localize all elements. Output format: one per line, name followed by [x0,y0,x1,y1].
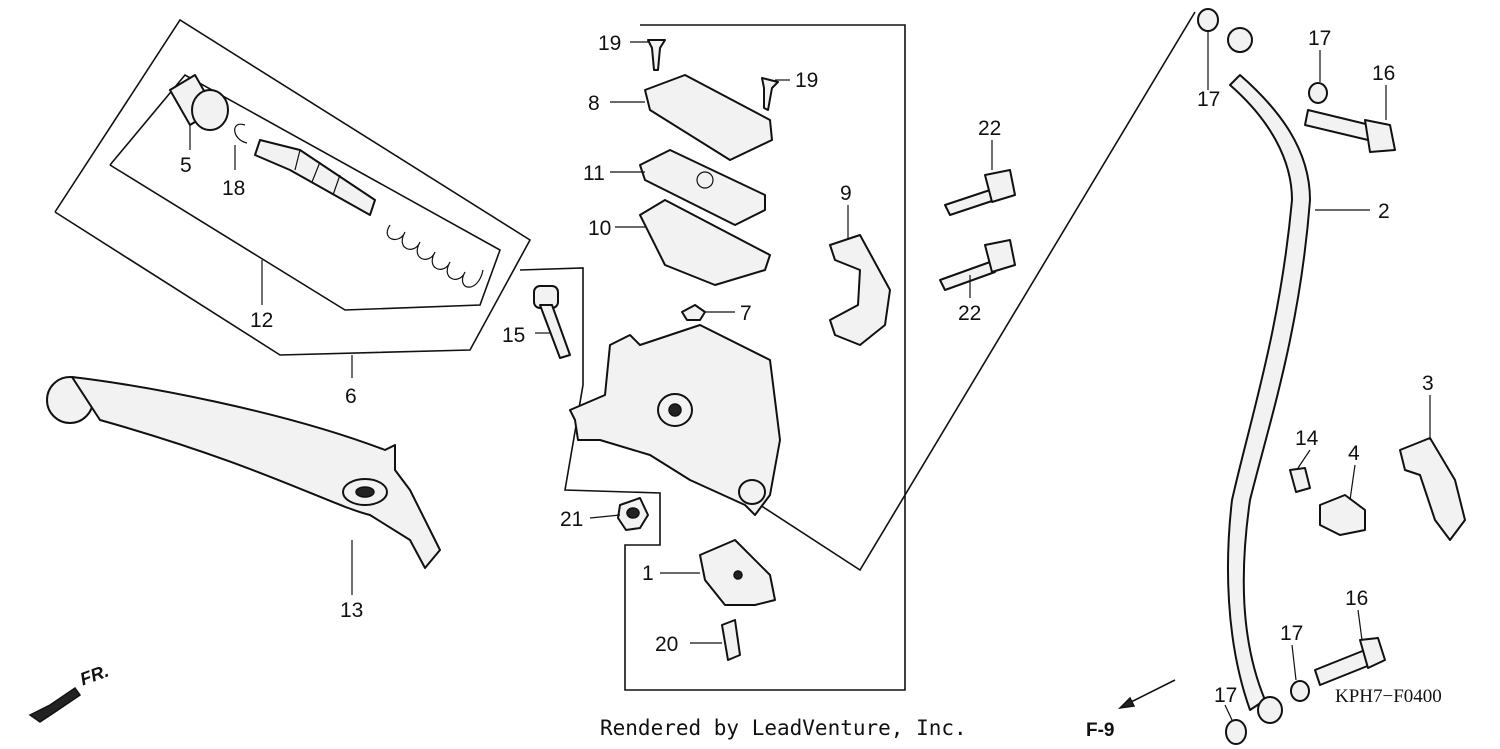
callout-5[interactable]: 5 [180,154,192,177]
callout-18[interactable]: 18 [222,177,245,200]
brake-hose[interactable] [1227,27,1311,724]
brake-lever[interactable] [46,376,441,569]
brake-switch[interactable] [699,539,776,606]
master-cylinder-outline [519,24,906,691]
callouts: 5 18 12 6 13 15 19 19 8 11 10 7 9 22 22 … [180,27,1434,707]
callout-22a[interactable]: 22 [978,117,1001,140]
diagram-code: KPH7−F0400 [1335,686,1442,707]
callout-14[interactable]: 14 [1295,427,1319,450]
page-reference[interactable]: F-9 [1086,720,1115,741]
leader-lines [189,32,1431,721]
grommet-nut[interactable] [617,497,649,531]
callout-9[interactable]: 9 [840,182,852,205]
pivot-bolt[interactable] [533,285,571,359]
callout-4[interactable]: 4 [1348,442,1360,465]
callout-20[interactable]: 20 [655,633,678,656]
credit-text: Rendered by LeadVenture, Inc. [600,716,967,740]
hose-leader-lines [759,11,1196,572]
callout-17c[interactable]: 17 [1280,622,1303,645]
handlebar-holder[interactable] [829,234,891,346]
callout-7[interactable]: 7 [740,302,752,325]
sealing-washers[interactable] [1197,8,1328,745]
callout-10[interactable]: 10 [588,217,611,240]
switch-screw[interactable] [721,619,741,661]
reference-arrow [1117,679,1176,710]
piston-spring[interactable] [386,224,484,288]
callout-13[interactable]: 13 [340,599,363,622]
callout-11[interactable]: 11 [583,162,605,185]
cover-screw-1[interactable] [647,39,666,71]
clamp-bolt[interactable] [1289,467,1311,493]
callout-17a[interactable]: 17 [1197,88,1220,111]
callout-19a[interactable]: 19 [598,32,621,55]
callout-3[interactable]: 3 [1422,372,1434,395]
callout-6[interactable]: 6 [345,385,357,408]
callout-8[interactable]: 8 [588,92,600,115]
callout-16b[interactable]: 16 [1345,587,1368,610]
front-direction-arrow [28,686,82,723]
callout-17b[interactable]: 17 [1308,27,1331,50]
reservoir-cap[interactable] [644,74,773,161]
banjo-bolt-lower[interactable] [1314,637,1386,686]
bleed-cap[interactable] [681,304,706,321]
master-piston-kit-outline [54,18,532,356]
callout-17d[interactable]: 17 [1214,684,1237,707]
holder-bolt-2[interactable] [939,239,1016,291]
holder-bolt-1[interactable] [944,169,1016,216]
master-cylinder-body[interactable] [569,324,781,516]
cover-screw-2[interactable] [761,77,779,111]
banjo-bolt-upper[interactable] [1304,109,1396,153]
callout-16a[interactable]: 16 [1372,62,1395,85]
callout-1[interactable]: 1 [642,562,654,585]
callout-2[interactable]: 2 [1378,200,1390,223]
piston[interactable] [254,139,376,216]
diaphragm[interactable] [639,199,771,286]
callout-12[interactable]: 12 [250,309,273,332]
circlip[interactable] [234,123,248,144]
callout-22b[interactable]: 22 [958,302,981,325]
piston-boot[interactable] [169,74,229,131]
callout-21[interactable]: 21 [560,508,583,531]
cap-plate[interactable] [639,149,766,226]
hose-clamp[interactable] [1399,437,1466,541]
callout-15[interactable]: 15 [502,324,525,347]
hose-guide[interactable] [1319,494,1366,536]
callout-19b[interactable]: 19 [795,69,818,92]
